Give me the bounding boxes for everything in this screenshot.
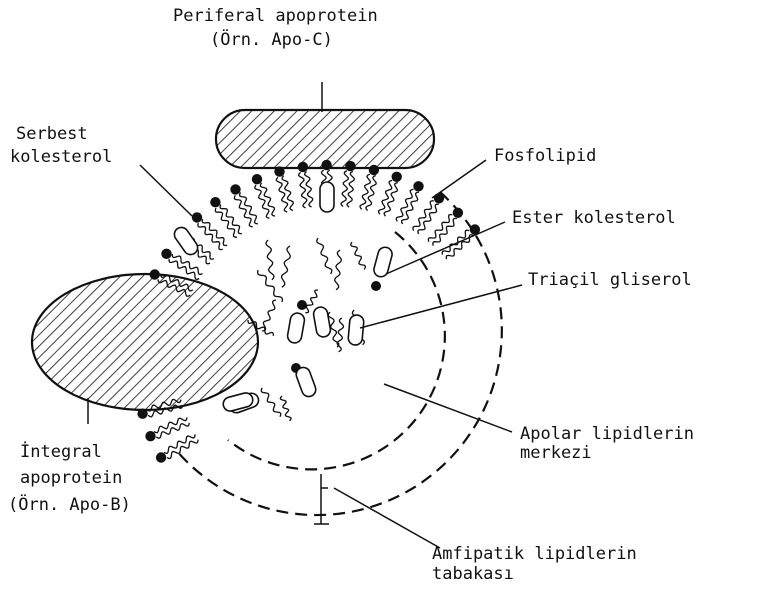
phospholipid-tail (215, 208, 237, 237)
leader-phospholipid (432, 160, 486, 198)
phospholipid-head (321, 160, 331, 170)
fatty-acid-chain (317, 238, 332, 274)
phospholipid-tail (341, 171, 348, 207)
triacylglycerol-label: Triaçil gliserol (528, 270, 692, 290)
phospholipid-tail (156, 423, 189, 438)
fatty-acid-chain (258, 270, 283, 302)
free-cholesterol-label-1: Serbest (16, 124, 88, 144)
integral-apoprotein-example: (Örn. Apo-B) (8, 495, 131, 515)
free-cholesterol-label-2: kolesterol (10, 147, 112, 167)
fatty-acid-chain (266, 240, 274, 280)
leader-triacyl (360, 285, 522, 328)
leader-free-cholesterol (140, 165, 192, 216)
leader-apolar-core (384, 384, 512, 432)
phospholipid-head (298, 162, 308, 172)
peripheral-apoprotein-label: Periferal apoprotein (173, 6, 378, 26)
phospholipid-head (156, 452, 166, 462)
ester-cholesterol-head (297, 300, 307, 310)
phospholipid-tail (418, 204, 439, 234)
integral-apoprotein-label-1: İntegral (20, 442, 102, 462)
peripheral-apoprotein-shape (216, 110, 434, 168)
phospholipid-label: Fosfolipid (494, 146, 596, 166)
amphipathic-layer-label-2: tabakası (432, 564, 514, 584)
phospholipid-head (192, 212, 202, 222)
phospholipid-head (210, 197, 220, 207)
phospholipid-head (145, 431, 155, 441)
phospholipid-tail (396, 189, 413, 221)
phospholipid-head (161, 249, 171, 259)
phospholipid-tail (360, 174, 370, 209)
fatty-acid-chain (262, 300, 276, 331)
thickness-bracket (314, 474, 329, 524)
free-cholesterol (320, 182, 334, 212)
phospholipid-head (274, 166, 284, 176)
amphipathic-layer-label-1: Amfipatik lipidlerin (432, 544, 637, 564)
ester-cholesterol-label: Ester kolesterol (512, 208, 676, 228)
phospholipid-tail (413, 201, 434, 231)
phospholipid-head (252, 174, 262, 184)
integral-apoprotein-shape (32, 274, 258, 410)
phospholipid-head (392, 172, 402, 182)
free-cholesterol (172, 225, 201, 258)
triacylglycerol (313, 306, 332, 338)
fatty-acid-chain (282, 246, 291, 287)
phospholipid-tail (164, 434, 195, 453)
phospholipid-head (413, 181, 423, 191)
peripheral-apoprotein-example: (Örn. Apo-C) (210, 30, 333, 50)
phospholipid-head (369, 165, 379, 175)
phospholipid-tail (276, 177, 287, 212)
fatty-acid-chain (351, 242, 366, 269)
ester-cholesterol-head (371, 281, 381, 291)
phospholipid-head (150, 269, 160, 279)
fatty-acid-chain (261, 388, 280, 417)
phospholipid-head (453, 208, 463, 218)
triacylglycerol (222, 391, 255, 412)
phospholipid-head (230, 184, 240, 194)
fatty-acid-chain (280, 396, 291, 421)
integral-apoprotein-label-2: apoprotein (20, 468, 122, 488)
apolar-core-label-1: Apolar lipidlerin (520, 424, 694, 444)
phospholipid-tail (299, 172, 307, 208)
fatty-acid-chain (335, 250, 342, 290)
leader-ester-cholesterol (386, 222, 505, 274)
leader-amphipathic (334, 488, 440, 548)
phospholipid-head (345, 161, 355, 171)
phospholipid-tail (172, 254, 202, 274)
ester-cholesterol (372, 246, 393, 279)
triacylglycerol (348, 314, 365, 345)
ester-cholesterol (294, 366, 317, 399)
apolar-core-label-2: merkezi (520, 443, 592, 463)
ester-cholesterol (287, 312, 306, 344)
phospholipid-head (434, 193, 444, 203)
